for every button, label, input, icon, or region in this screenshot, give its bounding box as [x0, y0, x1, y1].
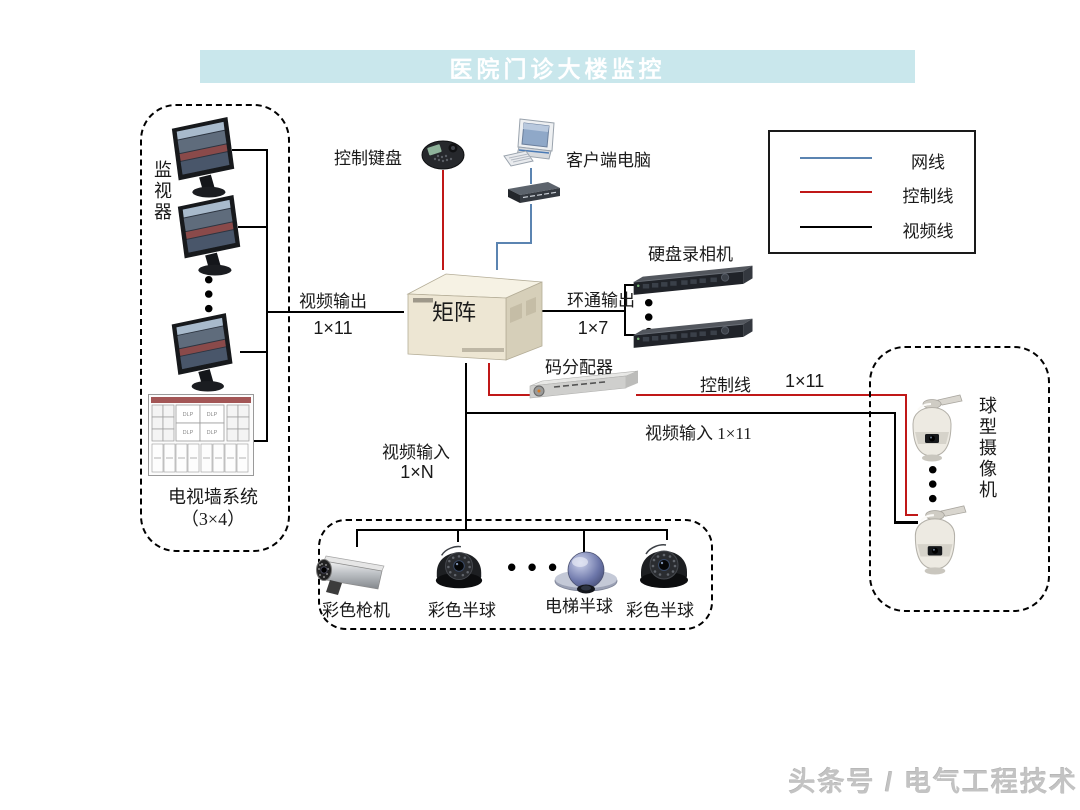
- monitor-ellipsis: •••: [196, 273, 220, 317]
- loop-out-count: 1×7: [577, 318, 609, 338]
- code-distributor-label: 码分配器: [545, 358, 613, 377]
- line-dvr-bus: [624, 284, 626, 336]
- title-banner: 医院门诊大楼监控: [200, 50, 915, 83]
- bullet-camera-icon: [316, 555, 385, 595]
- dlp-cell-3: DLP: [183, 430, 194, 436]
- client-pc-label: 客户端电脑: [566, 151, 651, 170]
- line-dvr2-stub: [624, 334, 636, 336]
- ptz-panel-label: 球型摄像机: [977, 396, 997, 501]
- line-matrix-control-drop: [488, 363, 490, 396]
- legend: [768, 130, 976, 254]
- dvr-2: [630, 313, 758, 359]
- dlp-cell-1: DLP: [183, 412, 194, 418]
- dome-camera-2-label: 彩色半球: [626, 601, 694, 620]
- line-switch-down: [530, 204, 532, 244]
- video-out-label: 视频输出: [299, 292, 367, 311]
- dvr-label: 硬盘录相机: [648, 245, 733, 264]
- legend-video-label: 视频线: [902, 222, 954, 241]
- ptz-ellipsis: •••: [920, 463, 944, 507]
- dlp-cell-4: DLP: [207, 430, 218, 436]
- line-control-ptz2-stub: [905, 514, 918, 516]
- elevator-dome-label: 电梯半球: [545, 597, 613, 616]
- video-in-right-label: 视频输入 1×11: [645, 424, 752, 443]
- control-line-count: 1×11: [785, 371, 825, 391]
- line-monitor3-stub: [240, 351, 268, 353]
- dome-camera-1-icon: [430, 538, 488, 594]
- line-video-ptz2-stub: [894, 521, 918, 524]
- line-pc-to-switch: [530, 168, 532, 184]
- dome-camera-2-icon: [634, 536, 694, 594]
- line-control-down-right: [905, 394, 907, 516]
- line-camera-bus: [356, 529, 668, 531]
- control-line-label: 控制线: [700, 376, 751, 395]
- tv-wall-image: DLP DLP DLP DLP: [148, 394, 254, 476]
- monitor-wall-panel: [140, 104, 290, 552]
- line-dome1-stub: [457, 529, 459, 542]
- monitor-3: [166, 310, 242, 396]
- line-dome2-stub: [666, 529, 668, 540]
- client-pc-icon: [503, 118, 555, 167]
- matrix-box: [406, 273, 543, 361]
- watermark: 头条号 / 电气工程技术: [788, 767, 1078, 797]
- line-video-in-drop: [465, 363, 467, 531]
- line-monitor-bus: [266, 149, 268, 442]
- line-video-out: [266, 311, 404, 313]
- legend-control-line: [800, 191, 872, 193]
- matrix-label: 矩阵: [431, 300, 476, 325]
- line-bullet-stub: [356, 529, 358, 547]
- line-control-right: [636, 394, 907, 396]
- monitors-label: 监视器: [152, 160, 172, 223]
- camera-ellipsis: •••: [505, 556, 567, 580]
- line-monitor1-stub: [232, 149, 268, 151]
- dlp-cell-2: DLP: [207, 412, 218, 418]
- control-keyboard-icon: [421, 140, 465, 170]
- loop-out-label: 环通输出: [567, 291, 635, 310]
- legend-network-label: 网线: [911, 153, 945, 172]
- line-elevator-stub: [583, 529, 585, 553]
- ptz-camera-1: [902, 392, 964, 466]
- monitor-1: [166, 114, 244, 202]
- tv-wall-size: （3×4）: [180, 509, 246, 529]
- line-tvwall-stub: [250, 440, 268, 442]
- line-control-to-distributor: [488, 394, 532, 396]
- line-video-down-right: [894, 412, 896, 524]
- control-keyboard-label: 控制键盘: [334, 149, 402, 168]
- line-monitor2-stub: [238, 226, 268, 228]
- line-network-to-matrix: [496, 242, 498, 270]
- monitor-2: [172, 192, 250, 280]
- video-in-bottom-label: 视频输入: [382, 443, 450, 462]
- line-dvr1-stub: [624, 284, 636, 286]
- page-title: 医院门诊大楼监控: [449, 55, 666, 82]
- elevator-dome-icon: [554, 551, 618, 594]
- video-in-bottom-count: 1×N: [400, 462, 434, 482]
- legend-video-line: [800, 226, 872, 228]
- tv-wall-label: 电视墙系统: [168, 487, 258, 507]
- code-distributor-icon: [529, 370, 639, 399]
- ptz-panel: [869, 346, 1050, 612]
- legend-network-line: [800, 157, 872, 159]
- line-keyboard-control: [442, 170, 444, 270]
- line-loop-out: [542, 310, 626, 312]
- dome-camera-1-label: 彩色半球: [428, 601, 496, 620]
- bullet-camera-label: 彩色枪机: [322, 601, 390, 620]
- ptz-camera-2: [904, 502, 968, 580]
- line-network-jog: [496, 242, 532, 244]
- legend-control-label: 控制线: [902, 187, 954, 206]
- line-bus-corner: [266, 440, 268, 442]
- video-out-count: 1×11: [313, 318, 353, 338]
- line-video-in-right: [465, 412, 896, 414]
- network-switch-icon: [508, 182, 560, 203]
